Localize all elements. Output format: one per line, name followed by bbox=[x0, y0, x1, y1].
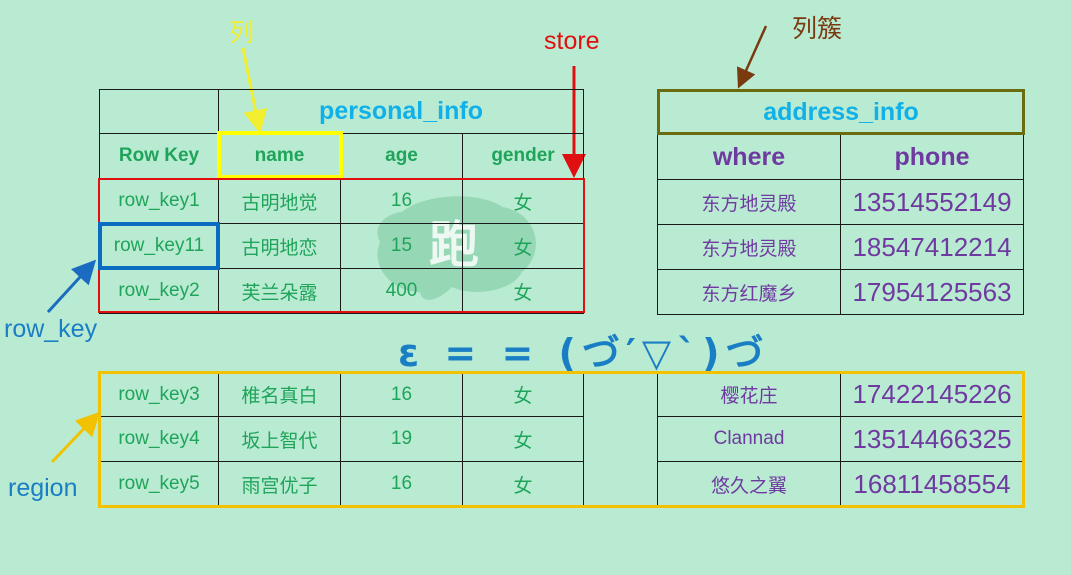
header-phone: phone bbox=[840, 134, 1024, 180]
phone-cell: 13514466325 bbox=[840, 416, 1024, 462]
row-key-arrow bbox=[46, 259, 97, 314]
corner-cell bbox=[99, 89, 219, 134]
table-row: row_key2 芙兰朵露 400 女 bbox=[99, 268, 585, 314]
age-cell: 19 bbox=[340, 416, 463, 462]
header-gender: gender bbox=[461, 133, 585, 179]
row-key-cell: row_key5 bbox=[99, 461, 219, 507]
gender-cell: 女 bbox=[462, 461, 584, 507]
where-cell: 樱花庄 bbox=[657, 372, 841, 417]
phone-cell: 17954125563 bbox=[840, 269, 1024, 315]
row-key-cell: row_key2 bbox=[99, 268, 219, 314]
gender-cell: 女 bbox=[461, 178, 585, 224]
name-cell: 古明地觉 bbox=[218, 178, 341, 224]
name-cell: 椎名真白 bbox=[218, 372, 341, 417]
column-family-label: 列簇 bbox=[792, 14, 843, 43]
table-row: row_key5 雨宫优子 16 女 bbox=[99, 461, 584, 507]
gender-cell: 女 bbox=[462, 416, 584, 462]
column-family-arrow bbox=[737, 25, 768, 89]
row-key-cell: row_key4 bbox=[99, 416, 219, 462]
row-key-cell: row_key3 bbox=[99, 372, 219, 417]
header-row-key: Row Key bbox=[99, 133, 219, 179]
gender-cell: 女 bbox=[462, 372, 584, 417]
age-cell: 15 bbox=[340, 223, 463, 269]
row-key-cell: row_key11 bbox=[99, 223, 219, 269]
row-key-cell: row_key1 bbox=[99, 178, 219, 224]
region-personal-table: row_key3 椎名真白 16 女 row_key4 坂上智代 19 女 ro… bbox=[99, 372, 584, 507]
table-row: 樱花庄 17422145226 bbox=[657, 372, 1024, 417]
personal-info-table: personal_info Row Key name age gender ro… bbox=[99, 89, 585, 314]
region-arrow bbox=[50, 411, 101, 464]
where-cell: 悠久之翼 bbox=[657, 461, 841, 507]
table-row: 东方地灵殿 13514552149 bbox=[657, 179, 1024, 225]
where-cell: 东方红魔乡 bbox=[657, 269, 841, 315]
phone-cell: 18547412214 bbox=[840, 224, 1024, 270]
name-cell: 坂上智代 bbox=[218, 416, 341, 462]
where-cell: 东方地灵殿 bbox=[657, 224, 841, 270]
table-row: 悠久之翼 16811458554 bbox=[657, 461, 1024, 507]
table-row: 东方地灵殿 18547412214 bbox=[657, 224, 1024, 270]
name-cell: 雨宫优子 bbox=[218, 461, 341, 507]
emoticon-text: ε = = (づ′▽`)づ bbox=[398, 331, 770, 375]
phone-cell: 16811458554 bbox=[840, 461, 1024, 507]
header-name: name bbox=[218, 133, 341, 179]
where-cell: Clannad bbox=[657, 416, 841, 462]
name-cell: 芙兰朵露 bbox=[218, 268, 341, 314]
name-cell: 古明地恋 bbox=[218, 223, 341, 269]
age-cell: 400 bbox=[340, 268, 463, 314]
table-row: row_key4 坂上智代 19 女 bbox=[99, 416, 584, 462]
table-row: row_key3 椎名真白 16 女 bbox=[99, 372, 584, 417]
phone-cell: 13514552149 bbox=[840, 179, 1024, 225]
row-key-label: row_key bbox=[4, 315, 98, 343]
table-row: row_key1 古明地觉 16 女 bbox=[99, 178, 585, 224]
age-cell: 16 bbox=[340, 461, 463, 507]
where-cell: 东方地灵殿 bbox=[657, 179, 841, 225]
personal-info-title: personal_info bbox=[217, 89, 585, 134]
table-row: 东方红魔乡 17954125563 bbox=[657, 269, 1024, 315]
address-info-table: where phone 东方地灵殿 13514552149 东方地灵殿 1854… bbox=[657, 134, 1024, 315]
store-label: store bbox=[544, 27, 600, 55]
gender-cell: 女 bbox=[461, 223, 585, 269]
age-cell: 16 bbox=[340, 372, 463, 417]
gender-cell: 女 bbox=[461, 268, 585, 314]
age-cell: 16 bbox=[340, 178, 463, 224]
table-row: row_key11 古明地恋 15 女 bbox=[99, 223, 585, 269]
region-address-table: 樱花庄 17422145226 Clannad 13514466325 悠久之翼… bbox=[657, 372, 1024, 507]
phone-cell: 17422145226 bbox=[840, 372, 1024, 417]
region-label: region bbox=[8, 474, 78, 502]
header-age: age bbox=[340, 133, 463, 179]
column-label: 列 bbox=[229, 18, 255, 47]
header-where: where bbox=[657, 134, 841, 180]
table-row: Clannad 13514466325 bbox=[657, 416, 1024, 462]
